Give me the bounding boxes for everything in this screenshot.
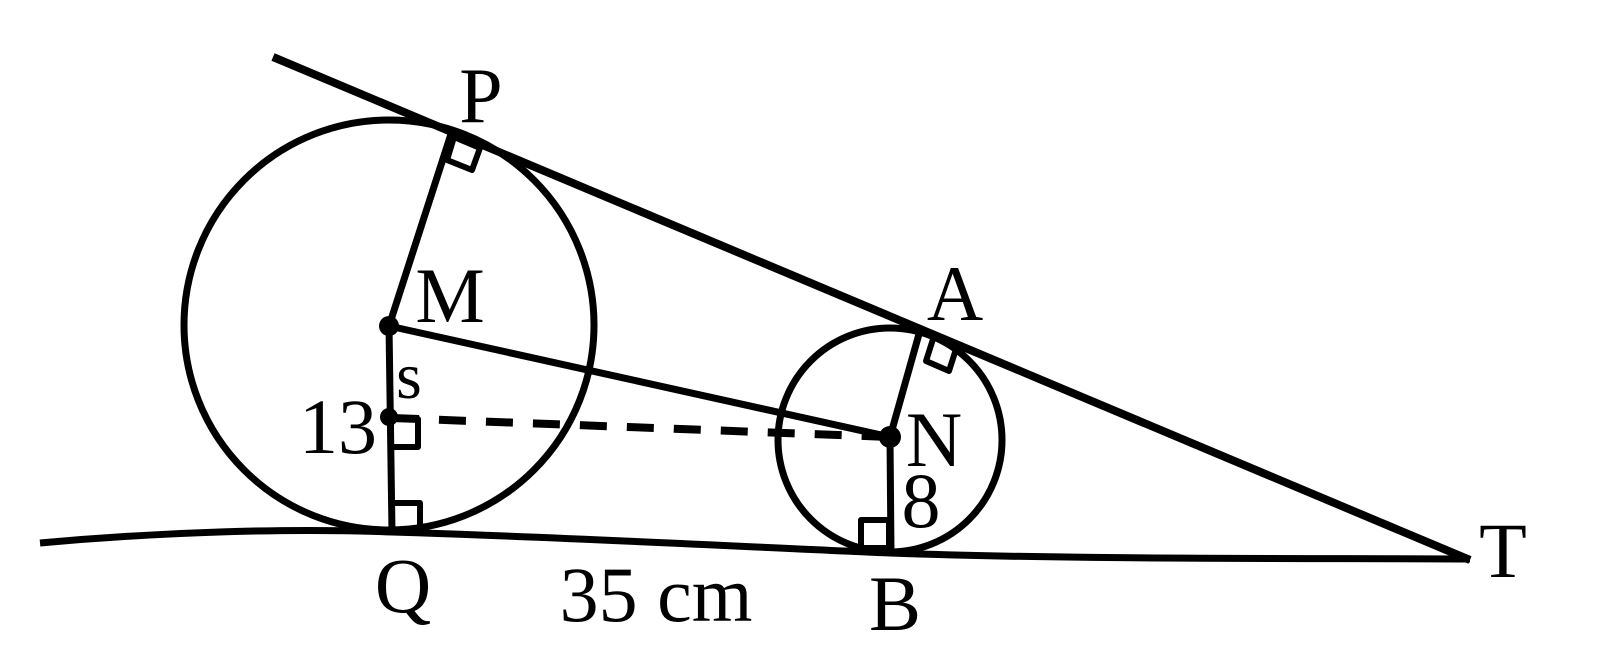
radius-mp-line — [385, 129, 456, 328]
point-n-dot — [879, 426, 901, 448]
label-p: P — [459, 52, 502, 139]
point-m-dot — [379, 316, 399, 336]
label-q: Q — [375, 542, 431, 629]
segment-mn-line — [388, 322, 891, 441]
dashed-sn-line — [391, 414, 891, 441]
right-angle-mark-b — [858, 517, 892, 551]
label-m: M — [415, 252, 484, 339]
right-angle-mark-s — [388, 416, 421, 450]
label-n: N — [906, 396, 962, 483]
label-radius-8: 8 — [902, 457, 941, 544]
point-s-dot — [380, 408, 398, 426]
radius-na-line — [886, 326, 925, 438]
label-s: s — [396, 340, 422, 413]
right-angle-mark-a — [923, 333, 960, 374]
label-a: A — [927, 250, 983, 337]
diagram-labels: P M s 13 Q 35 cm A N 8 B T — [299, 52, 1527, 647]
diagram-strokes — [39, 53, 1472, 564]
bottom-tangent-line — [39, 526, 1471, 563]
right-angle-mark-p — [444, 134, 483, 173]
diagram-dots — [379, 316, 901, 448]
label-radius-13: 13 — [299, 383, 377, 470]
label-distance-35cm: 35 cm — [560, 551, 753, 638]
right-angle-mark-q — [389, 500, 423, 534]
top-tangent-line — [271, 53, 1472, 564]
label-t: T — [1479, 507, 1527, 594]
label-b: B — [869, 560, 921, 647]
